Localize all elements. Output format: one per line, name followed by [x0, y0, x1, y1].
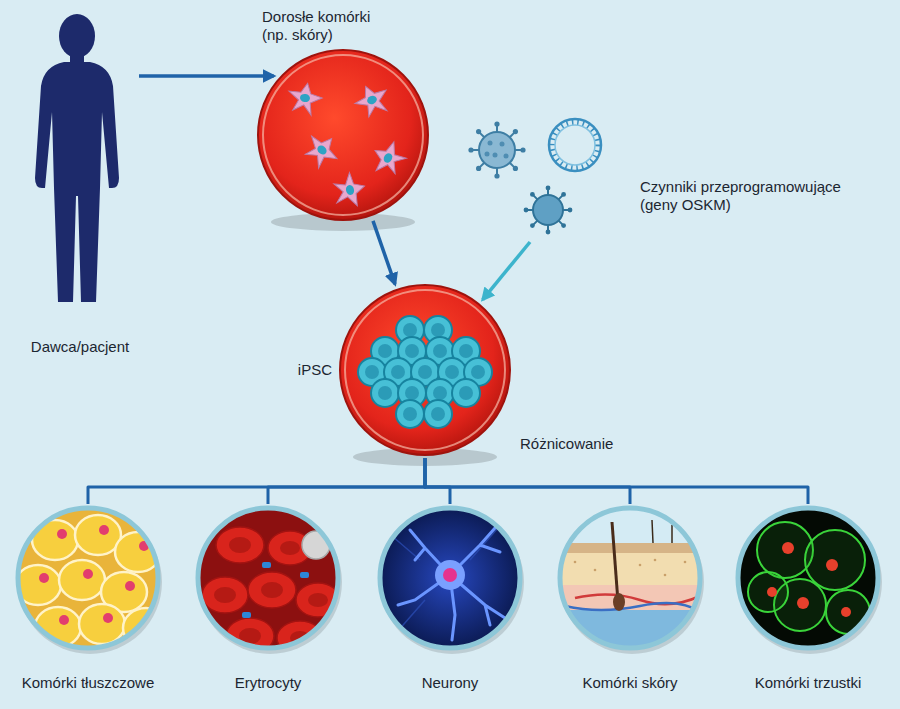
- branch-line: [425, 458, 808, 504]
- fat-cells-picture: [15, 508, 169, 648]
- node-label: Różnicowanie: [520, 435, 613, 453]
- cell-type-circle: Komórki trzustki: [738, 508, 878, 648]
- neuron-picture: [380, 508, 520, 648]
- petri-dish: [340, 285, 510, 466]
- node-label: Neurony: [422, 674, 479, 692]
- cell-type-circle: Komórki skóry: [560, 508, 700, 648]
- node-label: iPSC: [298, 361, 332, 379]
- node-label: Komórki skóry: [582, 674, 677, 692]
- flow-arrow: [483, 242, 530, 300]
- person-figure: [35, 14, 119, 302]
- branch-line: [425, 458, 450, 504]
- dish-node: Dorosłe komórki (np. skóry): [258, 50, 428, 220]
- cell-type-circle: Neurony: [380, 508, 520, 648]
- flow-arrow: [373, 221, 395, 284]
- flow-arrow: [139, 74, 274, 78]
- erythrocytes-picture: [198, 508, 340, 655]
- dish-node: iPSCRóżnicowanie: [340, 285, 510, 455]
- cell-type-circle: Komórki tłuszczowe: [18, 508, 158, 648]
- plasmid-icon: [549, 119, 601, 171]
- branch-line: [88, 458, 425, 504]
- node-label: Dawca/pacjent: [31, 338, 129, 356]
- virus-icon: [468, 121, 525, 178]
- node-label: Dorosłe komórki (np. skóry): [262, 8, 390, 44]
- skin-picture: [560, 508, 700, 650]
- branch-line: [425, 458, 630, 504]
- pancreas-picture: [738, 508, 878, 648]
- node-label: Komórki tłuszczowe: [22, 674, 155, 692]
- person-node: Dawca/pacjent: [25, 14, 135, 306]
- circle-ring: [18, 508, 878, 648]
- cell-type-circle: Erytrocyty: [198, 508, 338, 648]
- virus-icon: [524, 186, 573, 235]
- branch-line: [268, 458, 425, 504]
- petri-dish: [258, 50, 428, 231]
- node-label: Erytrocyty: [235, 674, 302, 692]
- node-label: Czynniki przeprogramowujące (geny OSKM): [640, 178, 875, 214]
- factors-node: Czynniki przeprogramowujące (geny OSKM): [465, 110, 605, 240]
- node-label: Komórki trzustki: [755, 674, 862, 692]
